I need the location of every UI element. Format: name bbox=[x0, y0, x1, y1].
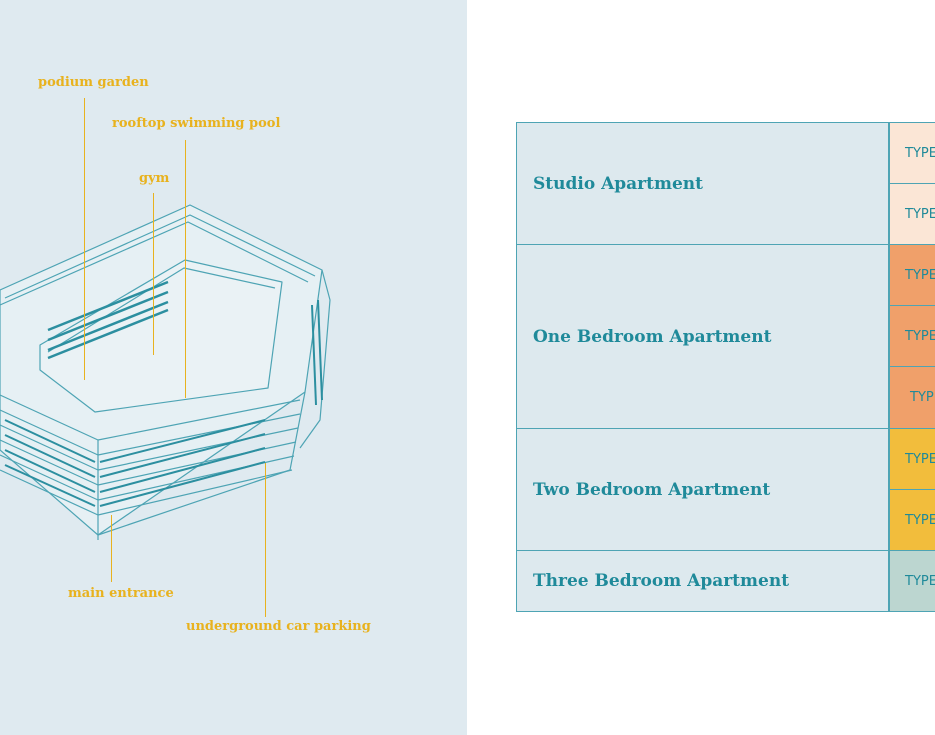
rooftop-pool-leader-line bbox=[185, 140, 186, 398]
category-label: Studio Apartment bbox=[533, 173, 704, 194]
type-cell: TYPE bbox=[889, 244, 935, 306]
car-parking-leader-line bbox=[265, 463, 266, 617]
type-cell: TYPE bbox=[889, 428, 935, 490]
type-cell: TYPE bbox=[889, 122, 935, 184]
building-diagram-panel: podium garden rooftop swimming pool gym … bbox=[0, 0, 467, 735]
type-cell: TYPE bbox=[889, 489, 935, 551]
podium-garden-label: podium garden bbox=[38, 75, 149, 90]
rooftop-pool-label: rooftop swimming pool bbox=[112, 116, 281, 131]
category-studio: Studio Apartment bbox=[516, 122, 889, 245]
type-cell: TYPE bbox=[889, 550, 935, 612]
type-cell: TYPE bbox=[889, 183, 935, 245]
apartment-types-table: Studio Apartment One Bedroom Apartment T… bbox=[516, 122, 935, 612]
gym-label: gym bbox=[139, 171, 170, 186]
category-label: Three Bedroom Apartment bbox=[533, 571, 790, 591]
category-label: One Bedroom Apartment bbox=[533, 326, 772, 347]
category-one-bedroom: One Bedroom Apartment bbox=[516, 244, 889, 429]
podium-garden-leader-line bbox=[84, 98, 85, 380]
car-parking-label: underground car parking bbox=[186, 619, 371, 634]
type-cell: TYPE bbox=[889, 366, 935, 429]
main-entrance-leader-line bbox=[111, 515, 112, 582]
category-three-bedroom: Three Bedroom Apartment bbox=[516, 550, 889, 612]
category-two-bedroom: Two Bedroom Apartment bbox=[516, 428, 889, 551]
type-cell: TYPE bbox=[889, 305, 935, 367]
gym-leader-line bbox=[153, 193, 154, 355]
category-label: Two Bedroom Apartment bbox=[533, 479, 771, 500]
building-axonometric-illustration bbox=[0, 204, 331, 540]
main-entrance-label: main entrance bbox=[68, 586, 174, 601]
